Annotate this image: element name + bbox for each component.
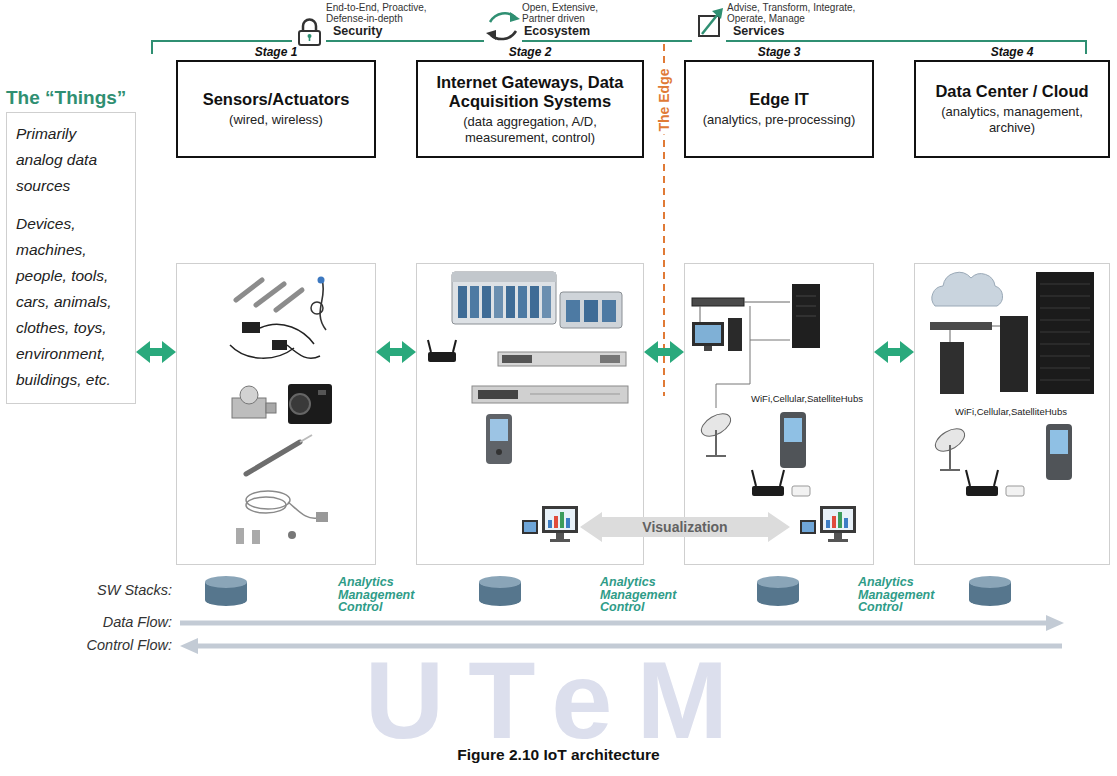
stage-panel: WiFi,Cellular,SatelliteHubs — [914, 263, 1110, 565]
note-text: End-to-End, Proactive, Defense-in-depth — [326, 2, 450, 24]
edge-it-pictures — [692, 284, 856, 542]
things-box: Primarily analog data sourcesDevices, ma… — [6, 112, 136, 404]
ecosystem-icon — [486, 12, 520, 40]
row-label: Data Flow: — [40, 614, 172, 631]
stage-box: Sensors/Actuators (wired, wireless) — [176, 60, 376, 158]
stage-subtitle: (data aggregation, A/D, measurement, con… — [436, 114, 624, 146]
group-heading: The “Things” — [6, 86, 136, 110]
figure-caption: Figure 2.10 IoT architecture — [0, 746, 1117, 764]
double-arrow — [874, 341, 914, 363]
visualization-band: Visualization — [580, 512, 790, 542]
gateway-pictures — [428, 272, 628, 542]
sensor-pictures — [230, 277, 332, 545]
divider-label: The Edge — [656, 65, 672, 134]
row-label: SW Stacks: — [40, 582, 172, 599]
stage-title: Internet Gateways, Data Acquisition Syst… — [436, 73, 624, 111]
double-arrow — [136, 341, 176, 363]
stage-title: Sensors/Actuators — [188, 90, 364, 109]
band-label: Visualization — [580, 512, 790, 542]
section-heading: Ecosystem — [524, 24, 590, 38]
stage-subtitle: (wired, wireless) — [188, 112, 364, 128]
stage-box: Data Center / Cloud (analytics, managemen… — [914, 60, 1110, 158]
double-arrow — [376, 341, 416, 363]
item-list: Devices, machines, people, tools, cars, … — [16, 211, 115, 393]
things-group: The “Things”Primarily analog data source… — [6, 86, 136, 404]
stage-column: Stage 1 Sensors/Actuators (wired, wireless… — [176, 44, 376, 565]
stage-column: Stage 3 Edge IT (analytics, pre-processing… — [684, 44, 874, 565]
double-arrow-band — [580, 512, 790, 542]
lock-icon — [299, 20, 320, 46]
stage-box: Edge IT (analytics, pre-processing) — [684, 60, 874, 158]
hub-label: WiFi,Cellular,SatelliteHubs — [955, 406, 1067, 417]
stage-subtitle: (analytics, management, archive) — [924, 104, 1100, 136]
stack-note: Analytics Management Control — [338, 576, 424, 614]
stage-column: Stage 2 Internet Gateways, Data Acquisiti… — [416, 44, 644, 565]
stage-title: Data Center / Cloud — [924, 82, 1100, 101]
hub-label: WiFi,Cellular,SatelliteHubs — [751, 393, 863, 404]
item-list: Primarily analog data sources — [16, 121, 115, 199]
stack-note: Analytics Management Control — [858, 576, 944, 614]
stage-subtitle: (analytics, pre-processing) — [696, 112, 862, 128]
stage-label: Stage 1 — [176, 44, 376, 60]
watermark: UTeM — [0, 645, 1117, 755]
stage-label: Stage 4 — [914, 44, 1110, 60]
note-text: Open, Extensive, Partner driven — [522, 2, 616, 24]
note-text: Advise, Transform, Integrate, Operate, M… — [727, 2, 869, 24]
double-arrow — [644, 341, 684, 363]
stage-panel — [176, 263, 376, 565]
stage-column: Stage 4 Data Center / Cloud (analytics, ma… — [914, 44, 1110, 565]
services-icon — [699, 8, 723, 36]
row-label: Control Flow: — [40, 637, 172, 654]
cloud-pictures — [930, 272, 1094, 496]
section-heading: Services — [733, 24, 784, 38]
stage-box: Internet Gateways, Data Acquisition Syst… — [416, 60, 644, 158]
stage-label: Stage 3 — [684, 44, 874, 60]
stage-title: Edge IT — [696, 90, 862, 109]
stage-label: Stage 2 — [416, 44, 644, 60]
stack-note: Analytics Management Control — [600, 576, 686, 614]
section-heading: Security — [333, 24, 382, 38]
